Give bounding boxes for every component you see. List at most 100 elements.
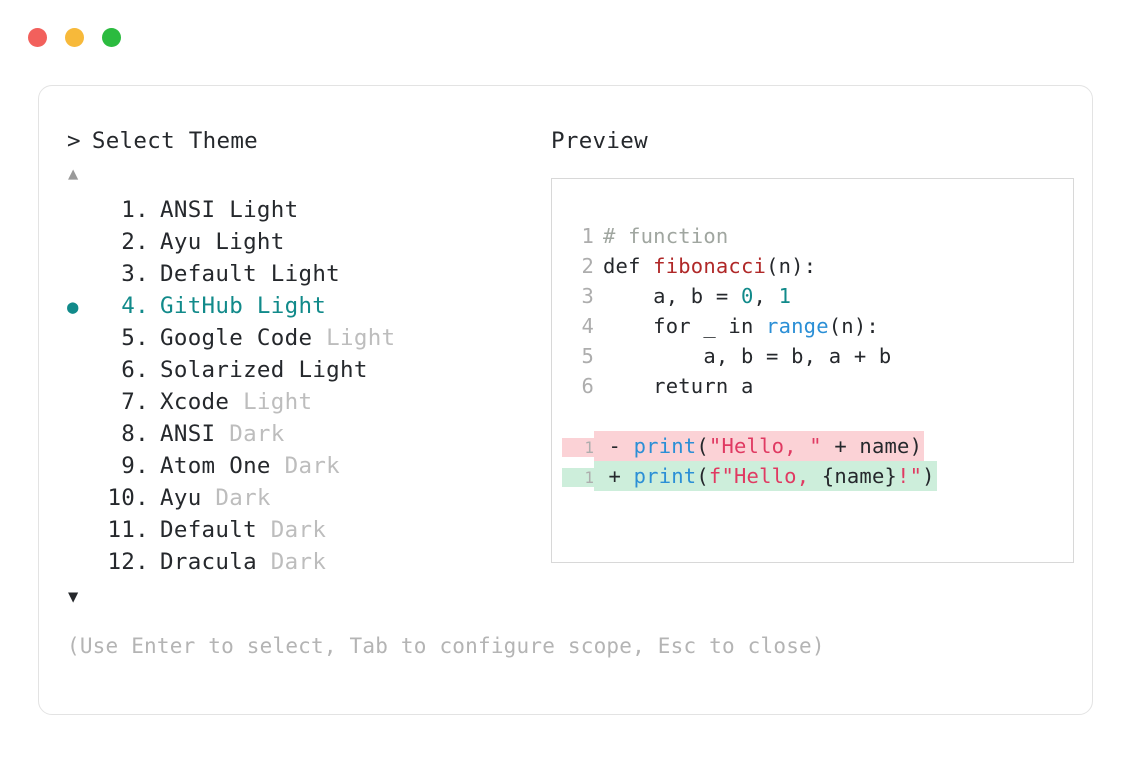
code-token: "Hello, " bbox=[708, 434, 822, 458]
diff-marker: + bbox=[596, 464, 634, 488]
theme-item-variant: Dark bbox=[256, 517, 327, 543]
minimize-dot[interactable] bbox=[65, 28, 84, 47]
code-token: + name) bbox=[821, 434, 923, 458]
theme-list-item[interactable]: 6.Solarized Light bbox=[67, 354, 535, 386]
diff-content: + print(f"Hello, {name}!") bbox=[594, 461, 937, 491]
scroll-down-icon[interactable]: ▼ bbox=[68, 587, 79, 607]
theme-item-name: Solarized bbox=[160, 357, 285, 383]
theme-item-number: 8. bbox=[107, 421, 149, 447]
code-token: ) bbox=[922, 464, 935, 488]
theme-list-item[interactable]: ● 4.GitHub Light bbox=[67, 290, 535, 322]
theme-list-item[interactable]: 7.Xcode Light bbox=[67, 386, 535, 418]
theme-item-name: Ayu bbox=[160, 485, 202, 511]
theme-item-variant: Light bbox=[284, 357, 368, 383]
code-token: def bbox=[603, 254, 654, 278]
diff-content: - print("Hello, " + name) bbox=[594, 431, 925, 461]
theme-item-variant: Dark bbox=[215, 421, 285, 447]
code-token: a, b = bbox=[603, 284, 741, 308]
theme-item-number: 4. bbox=[107, 293, 149, 319]
theme-list-item[interactable]: 12.Dracula Dark bbox=[67, 546, 535, 578]
theme-item-variant: Light bbox=[215, 197, 299, 223]
theme-selector-card: > Select Theme ▲ 1.ANSI Light 2.Ayu Ligh… bbox=[38, 85, 1093, 715]
theme-list-item[interactable]: 11. Default Dark bbox=[67, 514, 535, 546]
theme-item-variant: Light bbox=[201, 229, 285, 255]
theme-item-variant: Light bbox=[256, 261, 341, 287]
code-token: for _ in bbox=[603, 314, 767, 338]
scroll-up-icon[interactable]: ▲ bbox=[68, 164, 79, 184]
code-token: {name} bbox=[821, 464, 898, 488]
line-number: 6 bbox=[581, 374, 594, 398]
code-line: 4 for _ in range(n): bbox=[562, 311, 1073, 341]
theme-list-item[interactable]: 10. Ayu Dark bbox=[67, 482, 535, 514]
theme-item-variant: Dark bbox=[256, 549, 327, 575]
code-spacer bbox=[562, 401, 1073, 431]
code-token: print bbox=[633, 434, 697, 458]
code-token: (n): bbox=[766, 254, 817, 278]
code-line: 6 return a bbox=[562, 371, 1073, 401]
theme-list-item[interactable]: 2.Ayu Light bbox=[67, 226, 535, 258]
theme-list-panel: > Select Theme ▲ 1.ANSI Light 2.Ayu Ligh… bbox=[67, 128, 535, 609]
theme-item-variant: Dark bbox=[270, 453, 341, 479]
code-content: a, b = b, a + b bbox=[594, 341, 891, 371]
code-token: a, b = b, a + b bbox=[603, 344, 892, 368]
theme-list-item[interactable]: 8. ANSI Dark bbox=[67, 418, 535, 450]
selected-bullet-icon: ● bbox=[67, 296, 79, 318]
theme-list-item[interactable]: 1.ANSI Light bbox=[67, 194, 535, 226]
theme-item-name: Xcode bbox=[160, 389, 230, 415]
code-token: # function bbox=[603, 224, 729, 248]
theme-item-name: Default bbox=[160, 261, 257, 287]
code-content: def fibonacci(n): bbox=[594, 251, 816, 281]
code-token: 1 bbox=[778, 284, 792, 308]
theme-item-variant: Light bbox=[312, 325, 396, 351]
code-content: # function bbox=[594, 221, 728, 251]
code-content: for _ in range(n): bbox=[594, 311, 879, 341]
code-token: range bbox=[766, 314, 829, 338]
theme-item-name: Default bbox=[160, 517, 257, 543]
theme-item-number: 11. bbox=[107, 517, 149, 543]
code-line: 5 a, b = b, a + b bbox=[562, 341, 1073, 371]
theme-item-variant: Dark bbox=[201, 485, 271, 511]
code-line: 1 # function bbox=[562, 221, 1073, 251]
close-dot[interactable] bbox=[28, 28, 47, 47]
code-token: 0 bbox=[740, 284, 754, 308]
theme-item-number: 5. bbox=[107, 325, 149, 351]
diff-marker: - bbox=[596, 434, 634, 458]
theme-list-item[interactable]: 5. Google Code Light bbox=[67, 322, 535, 354]
diff-line-added: 1 + print(f"Hello, {name}!") bbox=[562, 461, 1073, 491]
line-number: 1 bbox=[581, 224, 594, 248]
theme-item-name: ANSI bbox=[160, 421, 216, 447]
diff-line-removed: 1 - print("Hello, " + name) bbox=[562, 431, 1073, 461]
line-number: 1 bbox=[562, 468, 594, 487]
preview-label: Preview bbox=[551, 128, 648, 154]
theme-list: 1.ANSI Light 2.Ayu Light 3.Default Light… bbox=[67, 194, 535, 578]
code-token: f"Hello, bbox=[708, 464, 822, 488]
code-token: fibonacci bbox=[653, 254, 767, 278]
line-number: 1 bbox=[562, 438, 594, 457]
code-token: print bbox=[633, 464, 697, 488]
theme-list-item[interactable]: 9. Atom One Dark bbox=[67, 450, 535, 482]
theme-item-number: 10. bbox=[107, 485, 149, 511]
theme-item-number: 9. bbox=[107, 453, 149, 479]
theme-item-name: Google Code bbox=[160, 325, 313, 351]
line-number: 5 bbox=[581, 344, 594, 368]
code-token: (n): bbox=[828, 314, 879, 338]
code-content: a, b = 0, 1 bbox=[594, 281, 791, 311]
code-line: 3 a, b = 0, 1 bbox=[562, 281, 1073, 311]
theme-item-name: ANSI bbox=[160, 197, 216, 223]
line-number: 3 bbox=[581, 284, 594, 308]
maximize-dot[interactable] bbox=[102, 28, 121, 47]
line-number: 4 bbox=[581, 314, 594, 338]
code-token: !" bbox=[897, 464, 923, 488]
theme-list-item[interactable]: 3.Default Light bbox=[67, 258, 535, 290]
keyboard-hint: (Use Enter to select, Tab to configure s… bbox=[67, 634, 825, 658]
code-content: return a bbox=[594, 371, 754, 401]
theme-item-name: Atom One bbox=[160, 453, 271, 479]
code-token: ( bbox=[696, 434, 709, 458]
code-token: , bbox=[753, 284, 779, 308]
line-number: 2 bbox=[581, 254, 594, 278]
code-token: ( bbox=[696, 464, 709, 488]
theme-item-name: Dracula bbox=[160, 549, 257, 575]
